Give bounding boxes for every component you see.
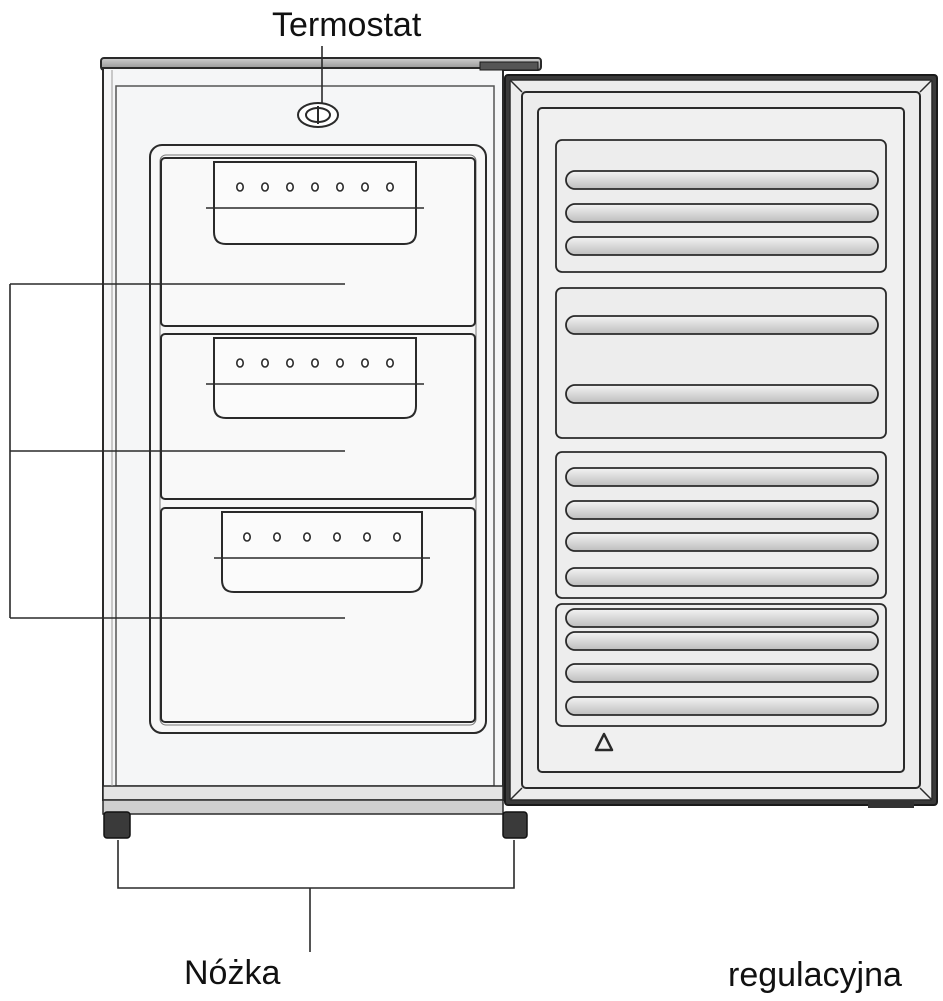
- drawer-3: [160, 507, 476, 723]
- vent-hole: [385, 182, 394, 192]
- drawer-handle: [213, 161, 417, 245]
- vent-hole: [360, 358, 369, 368]
- door-ridge: [565, 696, 879, 716]
- door-ridge: [565, 170, 879, 190]
- foot-right: [502, 811, 528, 839]
- cabinet-base-plate: [102, 785, 504, 801]
- vent-hole: [285, 358, 294, 368]
- door-ridge: [565, 631, 879, 651]
- vent-hole: [272, 532, 281, 542]
- foot-leader-bracket: [117, 840, 515, 889]
- door-ridge: [565, 467, 879, 487]
- vent-hole: [236, 358, 245, 368]
- vent-hole: [260, 358, 269, 368]
- drawer-1: [160, 157, 476, 327]
- vent-hole: [260, 182, 269, 192]
- vent-hole: [362, 532, 371, 542]
- thermostat-knob: [297, 102, 339, 128]
- door-ridge: [565, 203, 879, 223]
- vent-hole: [335, 358, 344, 368]
- foot-left: [103, 811, 131, 839]
- door-panel-3: [555, 451, 887, 599]
- door-bottom-foot: [868, 800, 914, 808]
- door-ridge: [565, 384, 879, 404]
- vent-hole: [243, 532, 252, 542]
- door-gasket: [521, 91, 921, 789]
- door-ridge: [565, 315, 879, 335]
- drawer-handle: [221, 511, 423, 593]
- vent-hole: [332, 532, 341, 542]
- vent-hole: [310, 358, 319, 368]
- door-hinge-top: [479, 61, 539, 71]
- door-panel-4: [555, 603, 887, 727]
- door-ridge: [565, 663, 879, 683]
- cabinet-kick-plate: [102, 799, 504, 815]
- adjustable-foot-label-word2: regulacyjna: [728, 956, 902, 994]
- drawer-handle: [213, 337, 417, 419]
- vent-hole: [360, 182, 369, 192]
- warning-triangle-icon: [594, 732, 614, 752]
- adjustable-foot-label-word1: Nóżka: [184, 954, 281, 992]
- vent-hole: [385, 358, 394, 368]
- vent-hole: [335, 182, 344, 192]
- leader-lines: [9, 46, 515, 952]
- door-ridge: [565, 608, 879, 628]
- vent-hole: [392, 532, 401, 542]
- vent-hole: [236, 182, 245, 192]
- vent-hole: [310, 182, 319, 192]
- door-ridge: [565, 532, 879, 552]
- door-ridge: [565, 500, 879, 520]
- door-panels: [555, 139, 887, 727]
- door-ridge: [565, 236, 879, 256]
- cabinet-feet: [103, 811, 528, 839]
- door-panel-1: [555, 139, 887, 273]
- drawer-2: [160, 333, 476, 500]
- drawers: [160, 157, 476, 723]
- vent-hole: [285, 182, 294, 192]
- thermostat-label: Termostat: [272, 6, 422, 44]
- door-ridge: [565, 567, 879, 587]
- vent-hole: [302, 532, 311, 542]
- door-panel-2: [555, 287, 887, 439]
